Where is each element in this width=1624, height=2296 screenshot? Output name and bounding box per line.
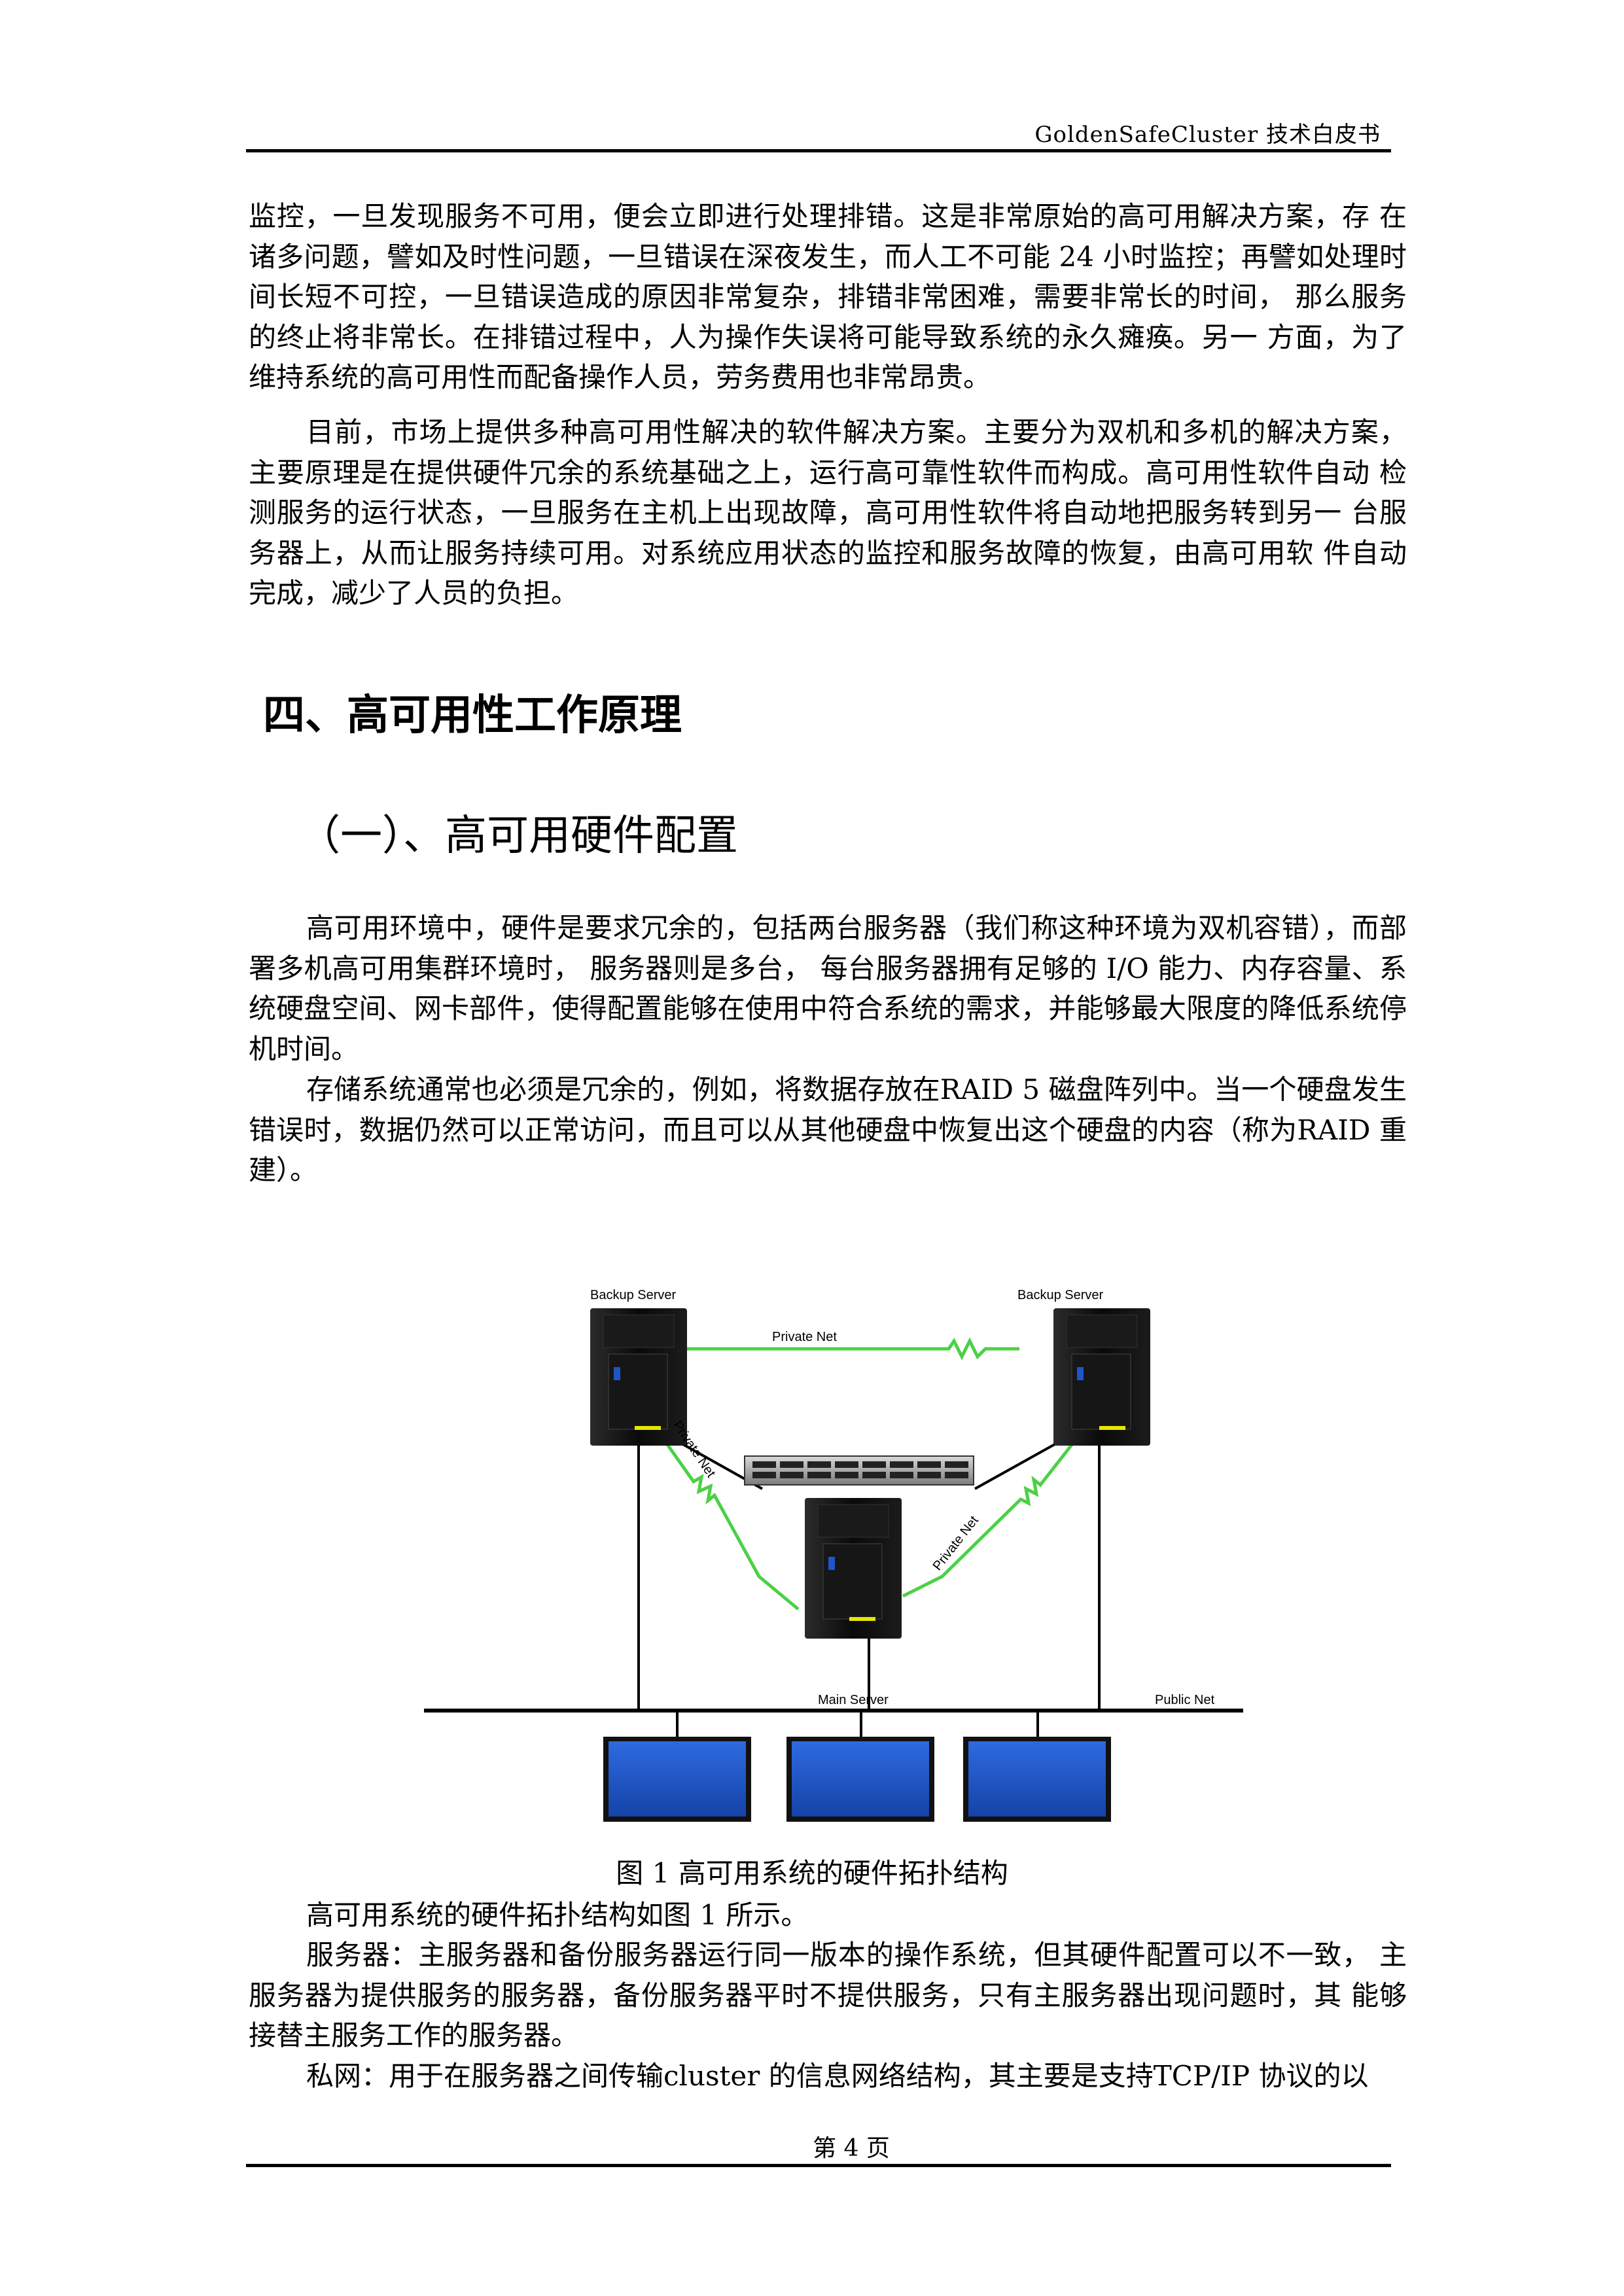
footer-rule	[246, 2164, 1391, 2167]
subsection-heading: （一）、高可用硬件配置	[298, 812, 738, 860]
topology-diagram: Backup Server Backup Server Private Net …	[419, 1269, 1256, 1838]
label-public-net: Public Net	[1155, 1693, 1215, 1707]
page-number: 第 4 页	[813, 2135, 890, 2162]
header-title: GoldenSafeCluster 技术白皮书	[1034, 122, 1381, 148]
label-private-net-top: Private Net	[772, 1330, 837, 1344]
client-monitor-2	[786, 1737, 934, 1822]
paragraph-private-net: 私网：用于在服务器之间传输cluster 的信息网络结构，其主要是支持TCP/I…	[306, 2060, 1369, 2092]
paragraph-topology-ref: 高可用系统的硬件拓扑结构如图 1 所示。	[306, 1899, 809, 1931]
section-heading: 四、高可用性工作原理	[263, 691, 682, 740]
backup-server-right	[1053, 1308, 1150, 1446]
private-net-links	[639, 1337, 1101, 1610]
paragraph-storage-redundancy: 存储系统通常也必须是冗余的，例如，将数据存放在RAID 5 磁盘阵列中。当一个硬…	[249, 1073, 1407, 1186]
paragraph-hardware-redundancy: 高可用环境中，硬件是要求冗余的，包括两台服务器（我们称这种环境为双机容错），而部…	[249, 912, 1407, 1065]
figure-caption: 图 1 高可用系统的硬件拓扑结构	[616, 1857, 1008, 1889]
label-backup-server-left: Backup Server	[590, 1288, 677, 1302]
paragraph-market-solutions: 目前，市场上提供多种高可用性解决的软件解决方案。主要分为双机和多机的解决方案， …	[249, 416, 1407, 609]
label-private-net-left: Private Net	[670, 1418, 718, 1480]
label-main-server: Main Server	[818, 1693, 889, 1707]
paragraph-servers: 服务器：主服务器和备份服务器运行同一版本的操作系统，但其硬件配置可以不一致， 主…	[249, 1939, 1407, 2051]
paragraph-monitoring: 监控，一旦发现服务不可用，便会立即进行处理排错。这是非常原始的高可用解决方案，存…	[249, 200, 1407, 393]
client-monitor-1	[603, 1737, 751, 1822]
main-server	[805, 1498, 902, 1639]
header-rule	[246, 149, 1391, 152]
raid-storage-array	[744, 1455, 974, 1486]
label-backup-server-right: Backup Server	[1017, 1288, 1104, 1302]
client-monitor-3	[963, 1737, 1111, 1822]
backup-server-left	[590, 1308, 687, 1446]
